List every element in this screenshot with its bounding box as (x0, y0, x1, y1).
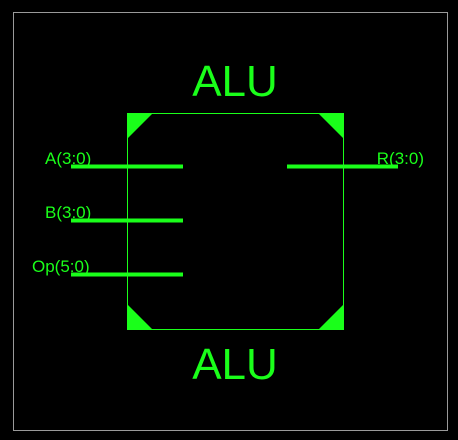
pin-label-b: B(3:0) (45, 203, 91, 222)
sheet-border (13, 12, 448, 431)
alu-block[interactable] (127, 113, 344, 330)
pin-label-op: Op(5:0) (32, 257, 90, 276)
corner-marker-bottom-left (127, 304, 153, 330)
corner-marker-top-left (127, 113, 153, 139)
block-title-top: ALU (192, 57, 278, 106)
corner-marker-top-right (318, 113, 344, 139)
block-title-bottom: ALU (192, 340, 278, 389)
input-pin-a[interactable]: A(3:0) (45, 149, 183, 169)
pin-label-a: A(3:0) (45, 149, 91, 168)
input-pin-op[interactable]: Op(5:0) (32, 257, 183, 277)
output-pin-r[interactable]: R(3:0) (287, 149, 424, 169)
pin-label-r: R(3:0) (377, 149, 424, 168)
corner-marker-bottom-right (318, 304, 344, 330)
input-pin-b[interactable]: B(3:0) (45, 203, 183, 223)
